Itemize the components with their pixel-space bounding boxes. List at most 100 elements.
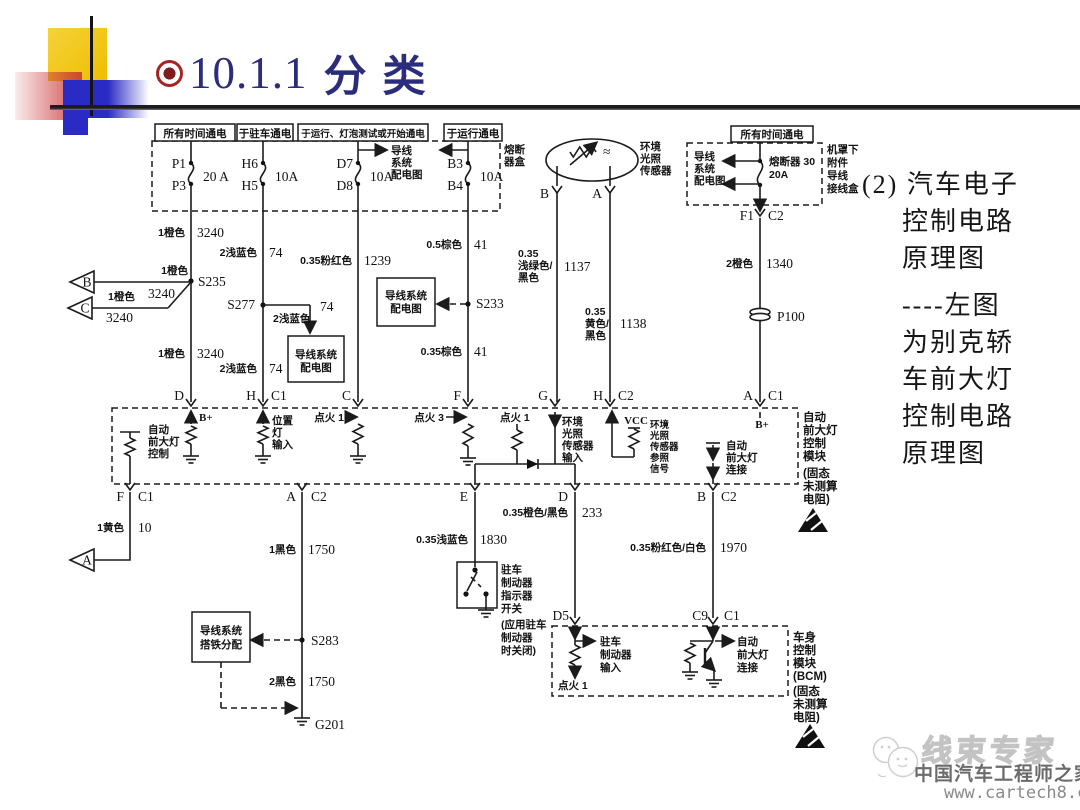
diagram-dot <box>472 567 478 573</box>
diagram-text: H <box>246 388 256 403</box>
diagram-text: A <box>743 388 753 403</box>
splice-s233 <box>465 301 471 307</box>
diagram-text: S277 <box>227 297 255 312</box>
diagram-text: 控制 <box>803 436 826 450</box>
diagram-text: 2浅蓝色 <box>220 246 258 259</box>
power-dist-box <box>287 335 345 383</box>
fuse-30-20a <box>756 160 764 186</box>
fuse-10a <box>465 181 471 187</box>
annotation-line: 控制电路 <box>902 402 1015 431</box>
diagram-text: 模块 <box>793 656 816 670</box>
diagram-text: 光照 <box>561 427 583 440</box>
diagram-arrow <box>569 141 599 166</box>
diagram-text: 车身 <box>793 630 816 644</box>
diagram-text: S283 <box>311 633 339 648</box>
diagram-text: VCC <box>624 415 648 427</box>
terminal-icon <box>707 616 719 626</box>
terminal-icon <box>257 398 269 408</box>
diagram-text: P3 <box>172 178 187 193</box>
diagram-text: 1970 <box>720 540 747 555</box>
page-title: 10.1.1 分类 <box>156 42 442 104</box>
diagram-text: 连接 <box>737 661 758 674</box>
fuse-10a <box>260 160 266 166</box>
terminal-icon <box>551 185 563 195</box>
diagram-text: 41 <box>474 344 488 359</box>
diagram-text: 2橙色 <box>726 257 753 270</box>
diode-icon <box>527 459 538 469</box>
terminal-icon <box>124 482 136 492</box>
diagram-text: 1830 <box>480 532 507 547</box>
diagram-text: 3240 <box>197 346 224 361</box>
diagram-text: B+ <box>199 412 213 424</box>
diagram-text: 于驻车通电 <box>239 127 292 140</box>
resistor <box>461 423 475 447</box>
diagram-text: H <box>593 388 603 403</box>
diagram-text: 熔断器 30 <box>769 155 815 168</box>
terminal-icon <box>462 398 474 408</box>
diagram-text: 所有时间通电 <box>164 127 227 140</box>
diagram-text: B <box>540 186 549 201</box>
diagram-text: 输入 <box>272 438 293 451</box>
diagram-text: 位置 <box>272 414 293 427</box>
diagram-text: 环境 <box>640 140 661 153</box>
watermark-brand: 中国汽车工程师之家 <box>914 764 1080 785</box>
diagram-text: 控制 <box>793 643 816 657</box>
diagram-text: 导线系统 <box>200 624 242 637</box>
ambient-light-sensor <box>545 138 639 182</box>
diagram-text: 驻车 <box>600 635 621 648</box>
power-dist-box <box>376 277 436 327</box>
header-box <box>297 123 429 142</box>
annotation-line: ----左图 <box>902 291 1001 320</box>
diagram-text: 74 <box>269 245 283 260</box>
diagram-text: F1 <box>740 208 754 223</box>
diagram-text: H5 <box>242 178 259 193</box>
diagram-text: 导线系统 <box>385 289 427 302</box>
diagram-text: 0.35粉红色 <box>300 254 352 267</box>
diagram-text: 1750 <box>308 542 335 557</box>
diagram-text: 机罩下 <box>827 143 859 156</box>
diagram-text: (应用驻车 <box>501 618 547 631</box>
diagram-text: C9 <box>692 608 708 623</box>
diagram-text: 传感器 <box>561 439 594 452</box>
terminal-icon <box>754 208 766 218</box>
connector-letter: C <box>80 301 89 316</box>
diagram-text: 0.35棕色 <box>421 345 463 358</box>
diagram-text: 20 A <box>203 169 229 184</box>
diagram-text: (BCM) <box>793 671 827 683</box>
diagram-text: 灯 <box>272 426 283 439</box>
deco-blue-bar <box>63 80 149 118</box>
resistor <box>351 423 365 445</box>
splice-s283 <box>299 637 305 643</box>
fuse-10a <box>355 160 361 166</box>
diagram-text: 黑色 <box>585 329 606 342</box>
diagram-text: G <box>538 388 548 403</box>
title-number: 10.1.1 <box>189 48 308 98</box>
diagram-text: C2 <box>618 388 634 403</box>
diagram-text: 导线 <box>694 150 715 163</box>
diagram-text: 电阻) <box>793 710 820 724</box>
diagram-text: B3 <box>447 156 463 171</box>
diagram-text: 黄色/ <box>585 317 609 330</box>
fuse-10a <box>465 160 471 166</box>
diagram-text: 1橙色 <box>161 264 188 277</box>
diagram-text: 1橙色 <box>108 290 135 303</box>
diagram-text: 2黑色 <box>269 675 296 688</box>
esd-sensitive-icon <box>798 508 828 532</box>
diagram-text: 前大灯 <box>148 435 180 448</box>
diagram-text: F <box>116 489 124 504</box>
title-bullet-icon <box>156 59 183 87</box>
diagram-text: 熔断 <box>504 143 525 156</box>
diagram-text: 配电图 <box>300 361 332 374</box>
diagram-text: 于运行、灯泡测试或开始通电 <box>301 128 425 140</box>
diagram-text: 自动 <box>803 410 826 424</box>
diagram-text: F <box>453 388 461 403</box>
resistor <box>627 428 641 450</box>
ground-dist-box <box>191 611 251 663</box>
esd-sensitive-icon <box>802 728 814 738</box>
diagram-text: C <box>342 388 351 403</box>
resistor <box>568 644 582 666</box>
diagram-text: P1 <box>172 156 186 171</box>
title-underline <box>50 105 1080 110</box>
headlamp-module-box <box>111 407 799 485</box>
header-box <box>443 123 503 142</box>
